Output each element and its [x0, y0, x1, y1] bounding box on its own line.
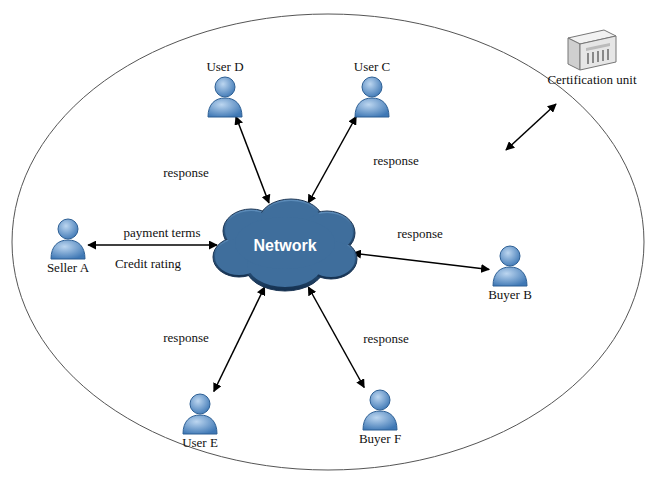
- person-icon: [180, 391, 220, 435]
- system-boundary: [12, 14, 644, 470]
- user-node: User E: [180, 391, 220, 450]
- edge-label: payment terms: [122, 225, 203, 240]
- connector-arrow: [88, 244, 217, 246]
- edge-label: response: [395, 226, 445, 241]
- user-node: User C: [352, 59, 392, 118]
- user-node: Buyer B: [488, 243, 532, 302]
- node-label: User E: [182, 435, 218, 450]
- node-label: Buyer F: [359, 431, 401, 446]
- certification-icon: [564, 26, 620, 72]
- edge-label: response: [161, 165, 211, 180]
- user-node: User D: [205, 59, 245, 118]
- node-label: User C: [354, 59, 390, 74]
- certification-node: Certification unit: [547, 26, 636, 87]
- edge-label: Credit rating: [113, 256, 183, 271]
- person-icon: [205, 74, 245, 118]
- network-node: Network: [211, 197, 359, 293]
- edge-label: response: [161, 330, 211, 345]
- person-icon: [360, 387, 400, 431]
- node-label: Certification unit: [547, 72, 636, 87]
- node-label: User D: [206, 59, 243, 74]
- network-label: Network: [253, 238, 316, 253]
- person-icon: [352, 74, 392, 118]
- certification-arrow: [506, 104, 556, 150]
- user-node: Seller A: [47, 216, 89, 275]
- connector-arrow: [308, 287, 364, 388]
- node-label: Buyer B: [488, 287, 532, 302]
- person-icon: [48, 216, 88, 260]
- user-node: Buyer F: [359, 387, 401, 446]
- connector-arrow: [214, 287, 265, 392]
- person-icon: [490, 243, 530, 287]
- edge-label: response: [371, 153, 421, 168]
- connector-arrow: [308, 117, 356, 204]
- edge-label: response: [361, 331, 411, 346]
- connector-arrow: [353, 253, 489, 269]
- connector-arrow: [236, 117, 269, 204]
- node-label: Seller A: [47, 260, 89, 275]
